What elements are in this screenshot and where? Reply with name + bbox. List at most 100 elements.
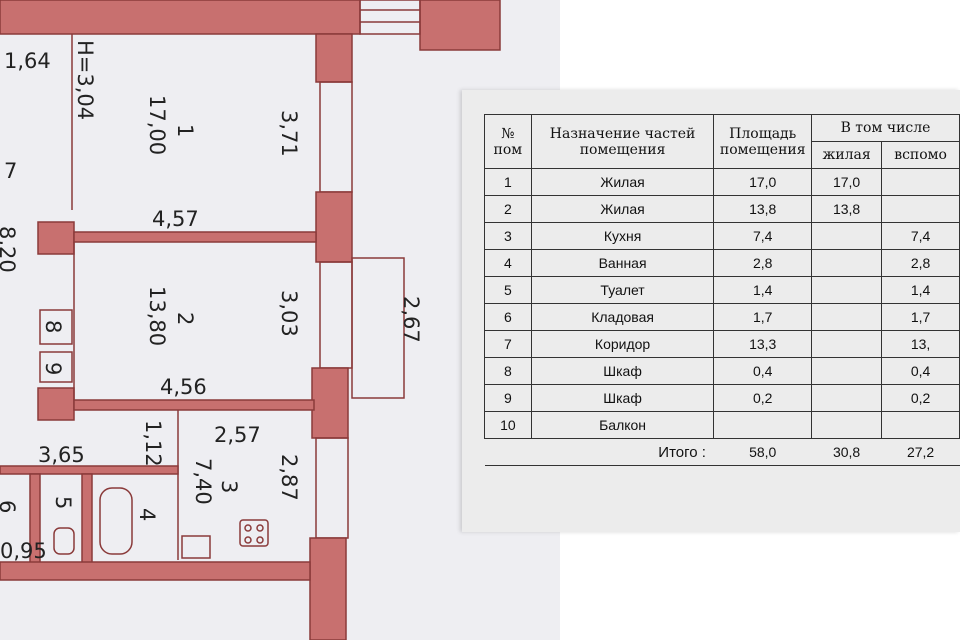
room2-number: 2 <box>173 312 197 325</box>
bathtub <box>99 487 133 555</box>
cell-num: 9 <box>484 384 532 412</box>
wall-right-3 <box>311 367 349 439</box>
cell-area: 2,8 <box>713 249 812 277</box>
room2-side: 3,03 <box>277 290 301 337</box>
cell-living: 17,0 <box>810 168 883 196</box>
wall-partition-1 <box>37 221 75 255</box>
sink <box>181 535 211 559</box>
cell-aux: 7,4 <box>881 222 960 250</box>
room1-side: 3,71 <box>277 110 301 157</box>
wall-room1-bottom <box>73 231 317 243</box>
dim-top-left: 1,64 <box>4 49 51 73</box>
hall-width: 3,65 <box>38 443 85 467</box>
wall-right-4 <box>309 537 347 640</box>
room2-area: 13,80 <box>145 286 169 346</box>
cell-name: Кладовая <box>530 303 715 331</box>
header-aux: вспомо <box>881 141 960 169</box>
cell-aux: 0,2 <box>881 384 960 412</box>
cell-num: 2 <box>484 195 532 223</box>
cell-area: 17,0 <box>713 168 812 196</box>
balcony-dim: 2,67 <box>399 296 423 343</box>
wall-room2-bottom <box>73 399 315 411</box>
stove <box>239 519 269 547</box>
cell-living <box>810 357 883 385</box>
cell-area: 1,7 <box>713 303 812 331</box>
cell-living <box>810 249 883 277</box>
cell-num: 4 <box>484 249 532 277</box>
cell-name: Шкаф <box>530 357 715 385</box>
cell-name: Кухня <box>530 222 715 250</box>
room5-number: 5 <box>51 496 75 509</box>
dim-height: H=3,04 <box>73 40 97 120</box>
wall-top <box>0 0 361 35</box>
cell-aux <box>881 168 960 196</box>
cell-area: 7,4 <box>713 222 812 250</box>
header-num: № пом <box>484 114 532 169</box>
cell-living <box>810 330 883 358</box>
wall-bottom <box>0 561 311 581</box>
cell-aux: 2,8 <box>881 249 960 277</box>
header-area: Площадь помещения <box>713 114 812 169</box>
dim-bottom-left: 0,95 <box>0 539 47 563</box>
cell-area: 13,3 <box>713 330 812 358</box>
explication-table-card: № пом Назначение частей помещения Площад… <box>462 90 960 532</box>
room3-number: 3 <box>217 480 241 493</box>
cell-area: 13,8 <box>713 195 812 223</box>
closet-8 <box>39 309 73 345</box>
wall-right-2 <box>315 191 353 263</box>
room3-top: 2,57 <box>214 423 261 447</box>
cell-num: 3 <box>484 222 532 250</box>
room3-right: 2,87 <box>277 454 301 501</box>
cell-name: Шкаф <box>530 384 715 412</box>
header-name: Назначение частей помещения <box>530 114 715 169</box>
toilet <box>53 527 75 555</box>
wall-partition-2 <box>37 387 75 421</box>
cell-living <box>810 411 883 439</box>
room2-width: 4,56 <box>160 375 207 399</box>
room1-number: 1 <box>173 124 197 137</box>
cell-name: Жилая <box>530 195 715 223</box>
cell-num: 8 <box>484 357 532 385</box>
cell-living <box>810 303 883 331</box>
wall-bath-divider-2 <box>81 473 93 565</box>
header-living: жилая <box>810 141 883 169</box>
window-room1 <box>319 81 353 193</box>
cell-name: Коридор <box>530 330 715 358</box>
cell-num: 5 <box>484 276 532 304</box>
total-area: 58,0 <box>713 438 812 466</box>
cell-area: 0,2 <box>713 384 812 412</box>
cell-living: 13,8 <box>810 195 883 223</box>
header-group: В том числе <box>811 114 960 142</box>
room6-number: 6 <box>0 500 19 513</box>
room3-area: 7,40 <box>191 458 215 505</box>
cell-name: Балкон <box>530 411 715 439</box>
cell-aux: 0,4 <box>881 357 960 385</box>
cell-living <box>810 384 883 412</box>
dim-left-cut: 8,20 <box>0 226 19 273</box>
window-room2 <box>319 261 353 369</box>
cell-aux: 13, <box>881 330 960 358</box>
window-top <box>359 0 421 35</box>
closet-9 <box>39 351 73 383</box>
cell-living <box>810 276 883 304</box>
cell-area <box>713 411 812 439</box>
cell-aux: 1,7 <box>881 303 960 331</box>
cell-aux: 1,4 <box>881 276 960 304</box>
balcony-outline <box>351 257 405 399</box>
room1-area: 17,00 <box>145 95 169 155</box>
total-label: Итого : <box>484 438 714 466</box>
cell-num: 7 <box>484 330 532 358</box>
room8-number: 8 <box>41 320 65 333</box>
room7-number: 7 <box>4 159 17 183</box>
